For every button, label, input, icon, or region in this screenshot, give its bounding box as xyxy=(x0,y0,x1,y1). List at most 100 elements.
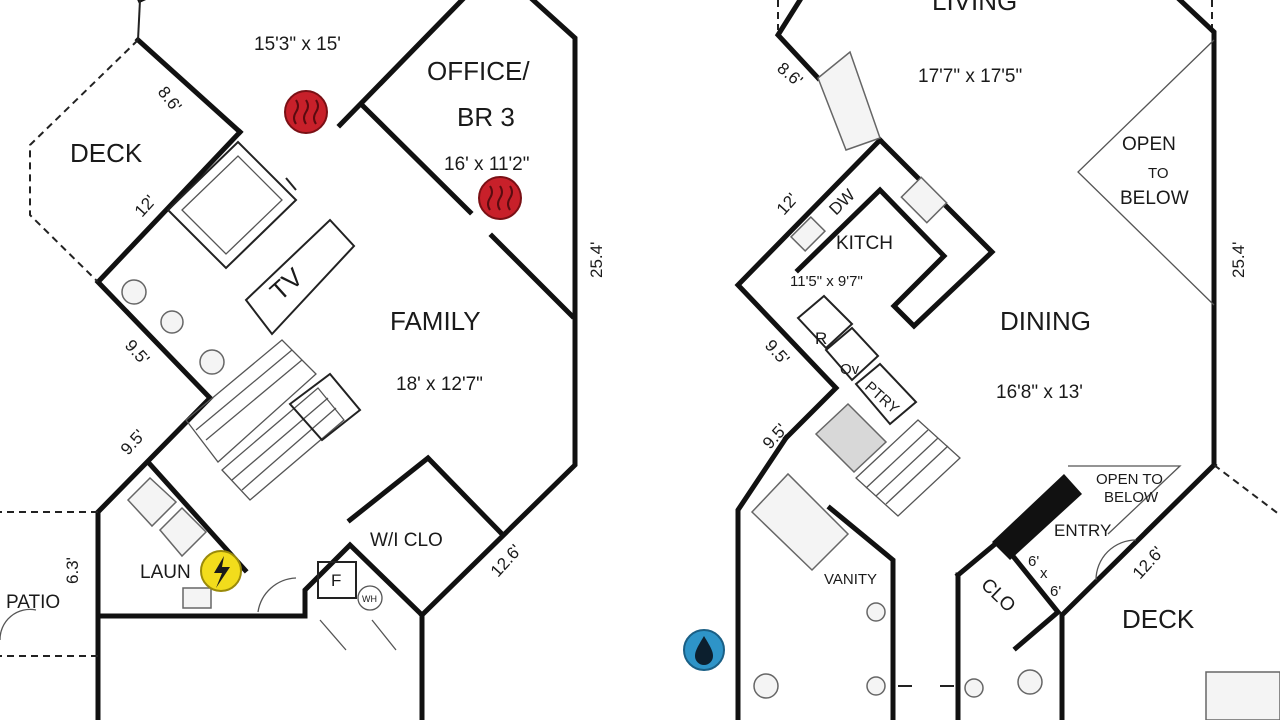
kitch-label: KITCH xyxy=(836,233,893,254)
left-dim-95b: 9.5' xyxy=(117,426,149,459)
left-cabinet xyxy=(288,372,362,442)
water-marker xyxy=(683,629,725,671)
left-dim-95a: 9.5' xyxy=(121,336,153,369)
right-wall-kitchen-outer xyxy=(734,136,884,442)
left-fixture xyxy=(199,349,225,375)
ov-label: Ov xyxy=(840,361,860,378)
water-heater-label: WH xyxy=(362,594,377,604)
right-wall-closet xyxy=(954,536,1062,652)
open-below-entry-1: OPEN TO xyxy=(1096,471,1163,488)
left-deck-label: DECK xyxy=(70,138,143,168)
entry-bench xyxy=(992,474,1082,560)
right-toilet-1 xyxy=(753,673,779,699)
dining-label: DINING xyxy=(1000,306,1091,336)
left-wall-left xyxy=(94,128,244,720)
vanity-label: VANITY xyxy=(824,571,877,588)
electric-marker xyxy=(200,550,242,592)
sink xyxy=(789,215,827,253)
furnace-box xyxy=(317,561,357,599)
clo-dim-a: 6' xyxy=(1028,553,1039,570)
right-deck-dashed xyxy=(1213,464,1280,516)
laundry-sink xyxy=(182,587,212,609)
left-partition xyxy=(285,177,297,191)
left-wall-wi-clo xyxy=(346,454,504,536)
patio-label: PATIO xyxy=(6,592,60,613)
left-dim-254: 25.4' xyxy=(587,242,606,278)
open-below-entry-2: BELOW xyxy=(1104,489,1159,506)
right-sink-1 xyxy=(866,602,886,622)
left-wall-bottom2 xyxy=(302,541,425,720)
kitch-dims: 11'5" x 9'7" xyxy=(790,273,863,290)
right-wall-left-lower xyxy=(735,434,790,720)
left-door-swing xyxy=(257,577,297,613)
washer xyxy=(126,476,178,528)
living-label: LIVING xyxy=(932,0,1017,16)
water-heater xyxy=(357,585,383,611)
right-deck-grill xyxy=(1205,671,1280,720)
family-dims: 18' x 12'7" xyxy=(396,374,483,395)
right-sink-3 xyxy=(964,678,984,698)
right-dim-254: 25.4' xyxy=(1229,242,1248,278)
furnace-label: F xyxy=(331,571,341,590)
right-dim-12: 12' xyxy=(773,189,802,218)
right-wall-vanity xyxy=(826,504,896,720)
shower xyxy=(750,472,850,572)
family-label: FAMILY xyxy=(390,306,481,336)
pantry-box xyxy=(854,362,918,426)
open-to-to: TO xyxy=(1148,165,1169,182)
open-to-below: BELOW xyxy=(1120,188,1189,209)
left-dim-86: 8.6' xyxy=(154,83,186,116)
right-floor-plan: LIVING 17'7" x 17'5" OPEN TO BELOW DW KI… xyxy=(683,0,1280,720)
left-sink xyxy=(121,279,147,305)
fridge-box xyxy=(796,294,854,350)
office-dims: 16' x 11'2" xyxy=(444,154,529,175)
left-wall-right xyxy=(418,0,578,619)
right-door-swing xyxy=(1095,539,1137,581)
left-door-swing3 xyxy=(319,619,397,651)
office-label-1: OFFICE/ xyxy=(427,56,530,86)
dining-dims: 16'8" x 13' xyxy=(996,382,1083,403)
right-sink-2 xyxy=(866,676,886,696)
wi-clo-label: W/I CLO xyxy=(370,530,443,551)
right-toilet-2 xyxy=(1017,669,1043,695)
office-label-2: BR 3 xyxy=(457,102,515,132)
r-label: R xyxy=(815,329,827,348)
clo-dim-x: x xyxy=(1040,565,1048,582)
right-wall-top-right xyxy=(1176,0,1217,468)
left-top-room-dims: 15'3" x 15' xyxy=(254,34,341,55)
left-wall-office-low xyxy=(488,232,576,320)
tv-cabinet xyxy=(244,218,356,336)
right-stairs xyxy=(814,402,961,517)
open-to-label: OPEN xyxy=(1122,134,1176,155)
right-counter-top xyxy=(817,50,881,151)
right-wall-bottom-right xyxy=(1059,461,1218,720)
left-bathtub xyxy=(166,140,298,270)
left-stairs xyxy=(185,339,345,501)
left-deck-outline xyxy=(29,39,139,283)
living-dims: 17'7" x 17'5" xyxy=(918,66,1022,87)
right-dim-126: 12.6' xyxy=(1129,543,1167,583)
left-door-swing2 xyxy=(0,608,37,640)
right-deck-label: DECK xyxy=(1122,604,1195,634)
heater-marker-1 xyxy=(284,90,328,134)
right-wall-top xyxy=(774,0,822,82)
dryer xyxy=(158,506,208,558)
right-dim-95b: 9.5' xyxy=(759,420,791,453)
laundry-label: LAUN xyxy=(140,562,191,583)
open-below-entry xyxy=(1068,465,1182,535)
right-wall-kitchen-island xyxy=(794,136,996,330)
clo-label: CLO xyxy=(977,574,1020,616)
left-floor-plan: 15'3" x 15' OFFICE/ BR 3 16' x 11'2" DEC… xyxy=(0,0,606,720)
range-top xyxy=(900,176,948,224)
left-wall-office xyxy=(358,101,474,216)
heater-marker-2 xyxy=(478,176,522,220)
left-dim-63: 6.3' xyxy=(63,557,82,584)
left-wall-top-short xyxy=(137,0,141,41)
tv-label: TV xyxy=(264,261,309,306)
oven-box xyxy=(824,326,880,382)
left-wall-upper-left xyxy=(134,36,244,136)
left-dim-12: 12' xyxy=(131,191,160,220)
open-below-top xyxy=(1077,39,1215,306)
entry-label: ENTRY xyxy=(1054,521,1111,540)
